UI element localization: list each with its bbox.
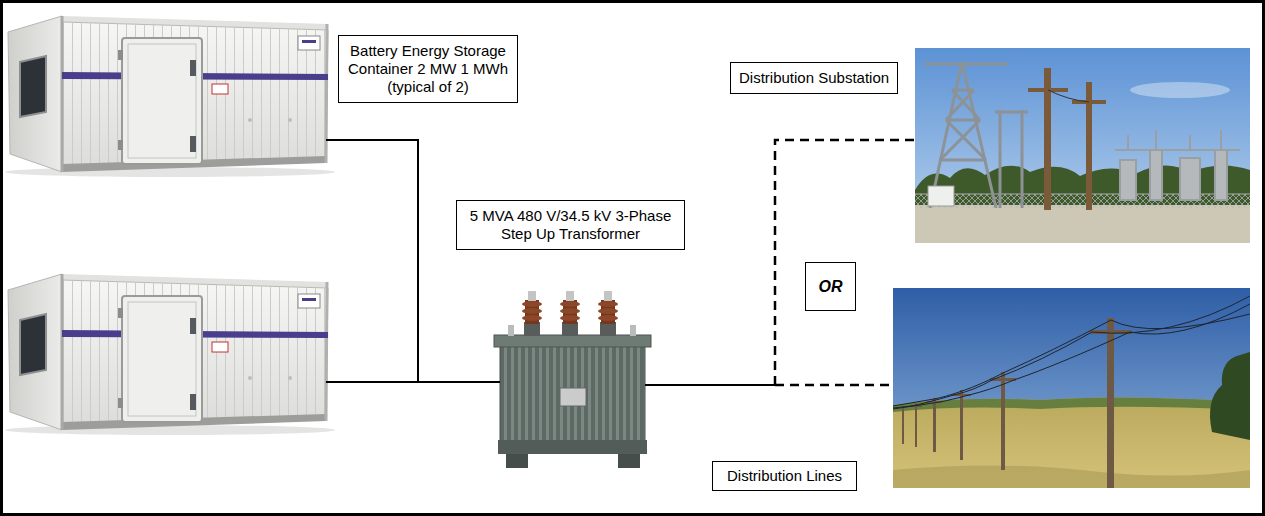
bushing bbox=[604, 291, 612, 301]
substation-illustration bbox=[924, 62, 1028, 208]
transformer-illustration bbox=[618, 452, 640, 468]
substation-illustration bbox=[1215, 150, 1227, 200]
substation-illustration bbox=[915, 205, 1250, 243]
distribution-lines-illustration bbox=[893, 288, 1250, 488]
transformer-illustration bbox=[498, 440, 647, 454]
substation-illustration bbox=[995, 110, 1028, 208]
substation-illustration bbox=[1048, 90, 1089, 102]
substation-illustration bbox=[1115, 130, 1240, 200]
wire bbox=[326, 140, 418, 382]
bushing bbox=[598, 301, 618, 307]
battery-container bbox=[118, 140, 123, 150]
bushing bbox=[560, 291, 580, 336]
label-box: Battery Energy Storage Container 2 MW 1 … bbox=[338, 35, 518, 103]
distribution-lines-illustration bbox=[893, 304, 1250, 409]
distribution-lines-illustration bbox=[893, 288, 1250, 488]
substation-illustration bbox=[928, 186, 954, 206]
substation-illustration bbox=[915, 48, 1250, 243]
bushing bbox=[566, 291, 574, 301]
battery-container bbox=[248, 118, 252, 122]
transformer-illustration bbox=[506, 452, 528, 468]
bushing bbox=[598, 291, 618, 336]
substation-illustration bbox=[1120, 160, 1136, 200]
transformer-illustration bbox=[560, 388, 586, 406]
option-box: OR bbox=[805, 262, 856, 311]
dashed-wire bbox=[775, 140, 915, 385]
battery-container bbox=[8, 16, 62, 172]
label-box: Distribution Substation bbox=[730, 62, 898, 94]
dashed-wire bbox=[775, 140, 915, 385]
substation-illustration bbox=[924, 63, 1008, 66]
wire bbox=[326, 140, 775, 385]
distribution-lines-illustration bbox=[893, 314, 1250, 406]
label-box: 5 MVA 480 V/34.5 kV 3-Phase Step Up Tran… bbox=[456, 200, 685, 250]
distribution-lines-illustration bbox=[1001, 372, 1005, 470]
battery-container bbox=[128, 44, 196, 158]
bushing bbox=[522, 301, 542, 307]
distribution-lines-illustration bbox=[902, 406, 904, 444]
battery-container bbox=[62, 22, 328, 170]
distribution-lines-illustration bbox=[960, 390, 963, 460]
substation-illustration bbox=[915, 48, 1250, 243]
substation-illustration bbox=[940, 90, 986, 160]
battery-container bbox=[5, 274, 335, 435]
substation-illustration bbox=[940, 90, 986, 160]
box-text: Battery Energy Storage Container 2 MW 1 … bbox=[345, 42, 511, 96]
bushing bbox=[598, 308, 618, 314]
bushing bbox=[600, 322, 616, 336]
transformer-illustration bbox=[494, 335, 651, 347]
label-box: Distribution Lines bbox=[712, 461, 857, 491]
battery-container bbox=[288, 118, 292, 122]
battery-container bbox=[212, 84, 228, 94]
battery-container bbox=[118, 50, 123, 60]
box-text: 5 MVA 480 V/34.5 kV 3-Phase Step Up Tran… bbox=[463, 207, 678, 243]
transformer-illustration bbox=[630, 325, 636, 336]
bushing bbox=[562, 322, 578, 336]
battery-container bbox=[326, 24, 327, 163]
bushing bbox=[598, 315, 618, 321]
distribution-lines-illustration bbox=[933, 398, 936, 452]
substation-illustration bbox=[1130, 82, 1230, 98]
transformer-illustration bbox=[494, 291, 651, 468]
bushing bbox=[522, 308, 542, 314]
box-text: Distribution Lines bbox=[727, 467, 842, 485]
bushing bbox=[528, 291, 536, 301]
bushing bbox=[560, 308, 580, 314]
battery-container bbox=[302, 40, 316, 43]
distribution-lines-illustration bbox=[893, 397, 1250, 488]
distribution-lines-illustration bbox=[893, 296, 1250, 409]
battery-container bbox=[298, 36, 320, 50]
bushing bbox=[524, 322, 540, 336]
box-text: Distribution Substation bbox=[739, 69, 889, 87]
bushing bbox=[560, 301, 580, 307]
battery-container bbox=[190, 60, 196, 76]
wire bbox=[326, 381, 500, 383]
battery-container bbox=[62, 22, 328, 170]
battery-container bbox=[61, 16, 64, 172]
distribution-lines-illustration bbox=[915, 403, 917, 447]
distribution-lines-illustration bbox=[893, 296, 1250, 408]
battery-container bbox=[5, 16, 335, 177]
bushing bbox=[522, 315, 542, 321]
box-text: OR bbox=[819, 278, 843, 296]
transformer-illustration bbox=[500, 345, 645, 453]
bushing bbox=[560, 315, 580, 321]
distribution-lines-illustration bbox=[893, 465, 1250, 488]
distribution-lines-illustration bbox=[1107, 318, 1114, 488]
dashed-wire bbox=[775, 384, 893, 387]
transformer-illustration bbox=[508, 325, 514, 336]
substation-illustration bbox=[1128, 130, 1221, 150]
wire bbox=[645, 384, 775, 386]
substation-illustration bbox=[1150, 150, 1162, 200]
substation-illustration bbox=[1180, 158, 1200, 200]
distribution-lines-illustration bbox=[893, 397, 1250, 412]
bushing bbox=[522, 291, 542, 336]
battery-container bbox=[122, 38, 202, 164]
distribution-lines-illustration bbox=[1210, 352, 1250, 440]
battery-container bbox=[20, 56, 46, 117]
battery-container bbox=[190, 136, 196, 152]
